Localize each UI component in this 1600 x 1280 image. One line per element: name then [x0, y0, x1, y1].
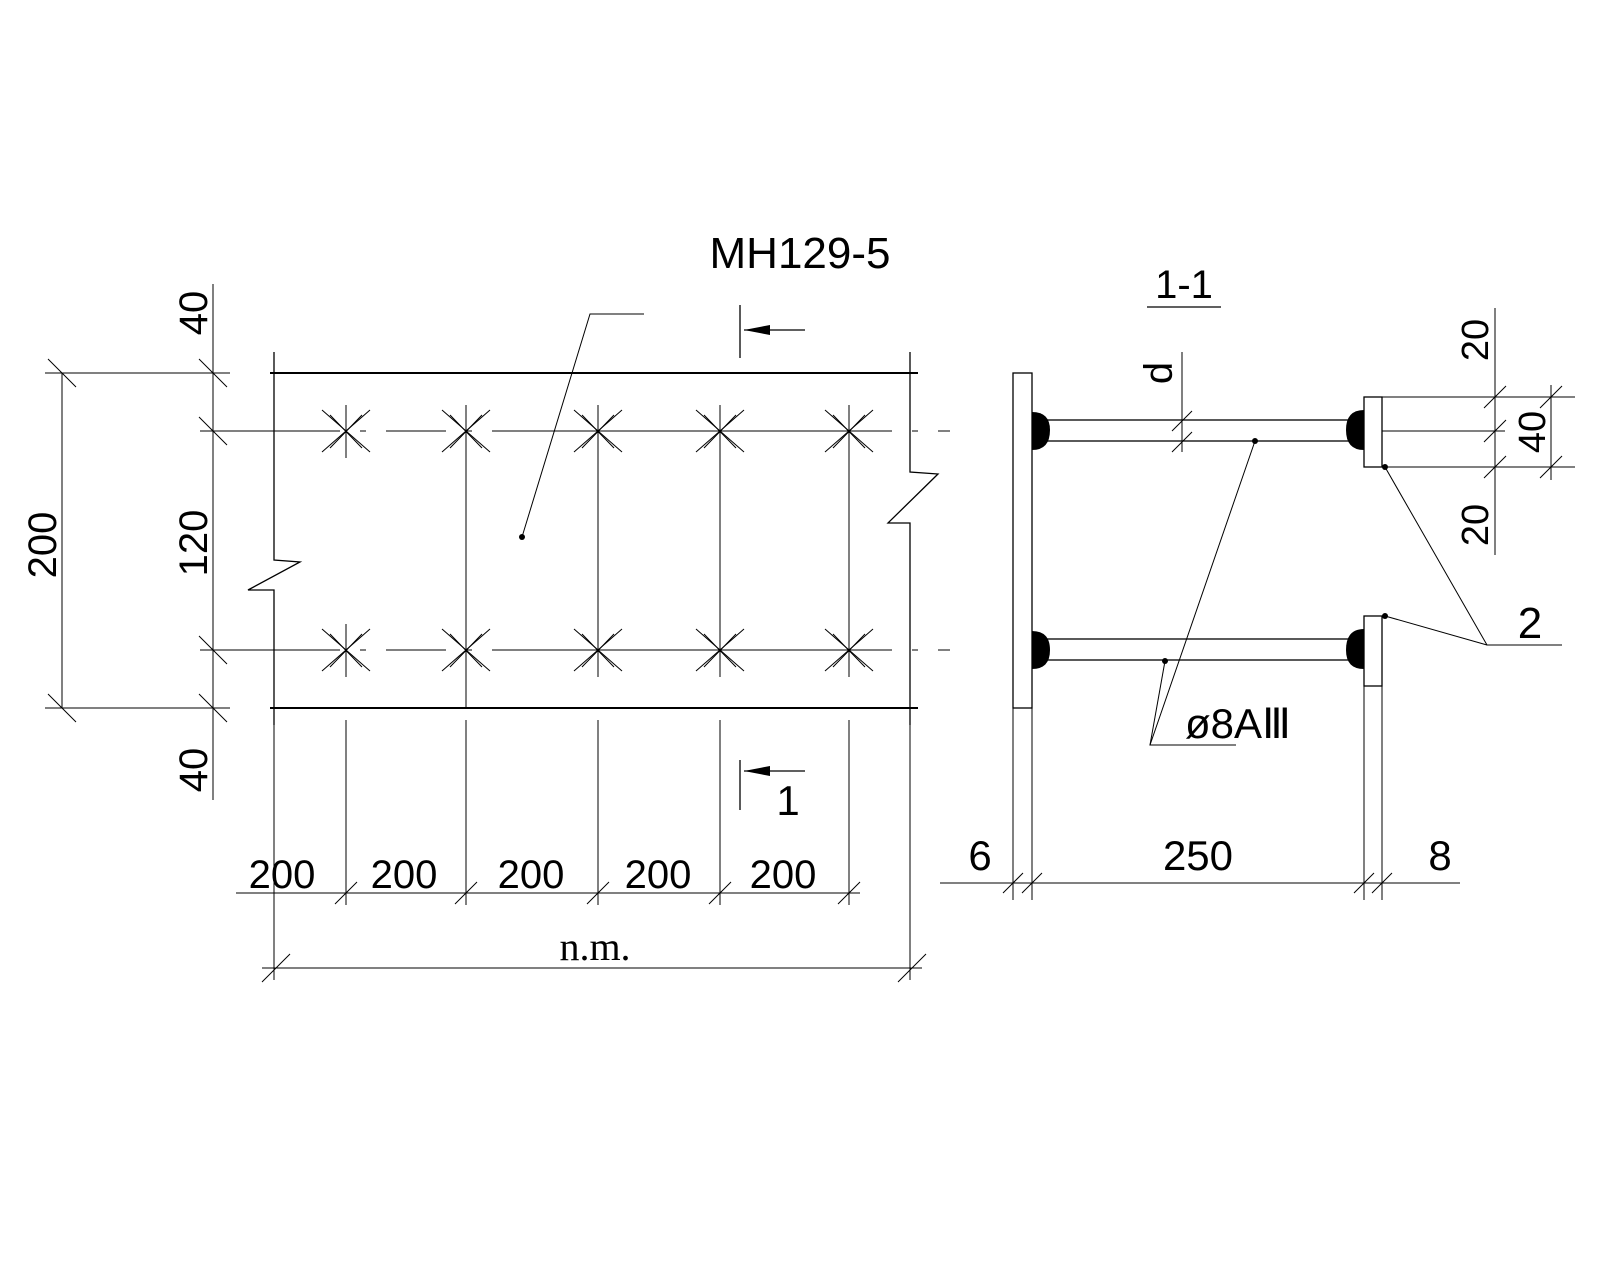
weld-star: [573, 405, 623, 458]
spacing-label: 200: [625, 853, 692, 897]
weld: [1346, 410, 1364, 450]
right-dim-label: 40: [1512, 411, 1554, 453]
plan-view: 1 200 40 120 40 200 200 200 20: [21, 284, 950, 983]
bottom-dim-label: 8: [1428, 832, 1451, 879]
rebar-label: ø8АⅢ: [1185, 700, 1291, 747]
right-dim-label: 20: [1455, 319, 1497, 361]
weld-star: [824, 405, 874, 458]
weld-star: [695, 624, 745, 677]
plan-left-break: [247, 352, 303, 725]
drawing-title: МН129-5: [710, 229, 891, 278]
weld-star: [441, 405, 491, 458]
dim-120-label: 120: [172, 510, 216, 577]
plate-callout-label: 2: [1518, 599, 1542, 648]
spacing-label: 200: [498, 853, 565, 897]
spacing-label: 200: [750, 853, 817, 897]
spacing-label: 200: [371, 853, 438, 897]
weld-star: [441, 624, 491, 677]
plan-right-break: [886, 352, 940, 725]
length-label: n.m.: [559, 924, 630, 969]
weld-star: [824, 624, 874, 677]
weld: [1032, 631, 1050, 669]
section-arrow-head: [744, 325, 770, 335]
small-plate-top: [1363, 396, 1383, 468]
leader-dot: [519, 534, 525, 540]
section-marker-label: 1: [776, 777, 799, 824]
bottom-dim-label: 250: [1163, 832, 1233, 879]
weld-star: [321, 624, 371, 677]
weld-star: [321, 405, 371, 458]
rebar-top: [1041, 419, 1355, 442]
section-view: d ø8АⅢ 2 20 40 20: [940, 308, 1575, 900]
d-label: d: [1137, 362, 1181, 384]
bottom-dim-label: 6: [968, 832, 991, 879]
base-plate: [1012, 372, 1033, 709]
rebar-bottom: [1041, 638, 1355, 661]
section-arrow-head: [744, 766, 770, 776]
dim-bottom-40-label: 40: [172, 748, 216, 793]
small-plate-bottom: [1363, 615, 1383, 687]
right-dim-label: 20: [1455, 504, 1497, 546]
weld: [1032, 412, 1050, 450]
dim-top-40-label: 40: [172, 291, 216, 336]
dim-200-label: 200: [21, 512, 65, 579]
spacing-label: 200: [249, 853, 316, 897]
weld: [1346, 629, 1364, 669]
weld-star: [573, 624, 623, 677]
weld-star: [695, 405, 745, 458]
section-title: 1-1: [1155, 263, 1213, 307]
plate-leader: [521, 313, 644, 538]
